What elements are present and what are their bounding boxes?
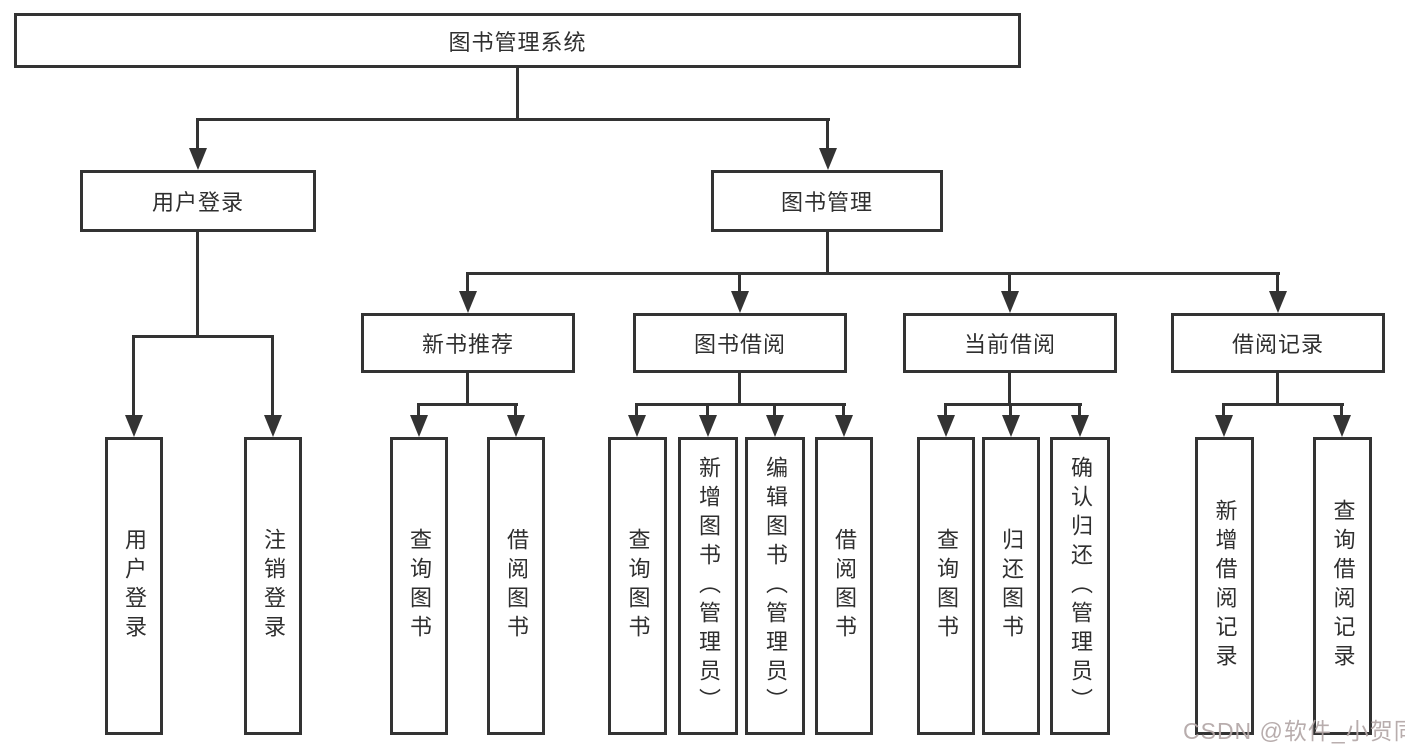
connector-stem [1276, 272, 1279, 295]
connector-stem [196, 118, 199, 154]
node-label: 图书管理系统 [448, 29, 587, 55]
connector-branch [417, 403, 518, 406]
node-book-management: 图书管理 [711, 170, 943, 232]
leaf-label: 借阅图书 [832, 528, 857, 644]
arrow-down-icon [410, 415, 428, 437]
leaf-query-borrow-record: 查询借阅记录 [1313, 437, 1372, 735]
arrow-down-icon [819, 148, 837, 170]
node-new-book-recommendation: 新书推荐 [361, 313, 575, 373]
connector-stub [1008, 373, 1011, 406]
node-library-system: 图书管理系统 [14, 13, 1021, 68]
node-borrowing-records: 借阅记录 [1171, 313, 1385, 373]
arrow-down-icon [628, 415, 646, 437]
leaf-label: 编辑图书（管理员） [763, 455, 788, 717]
arrow-down-icon [459, 291, 477, 313]
arrow-down-icon [1215, 415, 1233, 437]
leaf-label: 新增图书（管理员） [696, 455, 721, 717]
node-book-borrowing: 图书借阅 [633, 313, 847, 373]
arrow-down-icon [731, 291, 749, 313]
arrow-down-icon [264, 415, 282, 437]
arrow-down-icon [507, 415, 525, 437]
connector-book-mgmt-branch [466, 272, 1280, 275]
leaf-label: 注销登录 [261, 528, 286, 644]
connector-stem [706, 403, 709, 419]
connector-stub [466, 373, 469, 406]
leaf-label: 查询借阅记录 [1330, 499, 1356, 673]
arrow-down-icon [1269, 291, 1287, 313]
leaf-label: 用户登录 [122, 528, 147, 644]
arrow-down-icon [1071, 415, 1089, 437]
connector-stem [271, 335, 274, 419]
connector-stub [1276, 373, 1279, 406]
connector-stem [738, 272, 741, 295]
leaf-add-book-admin: 新增图书（管理员） [678, 437, 738, 735]
arrow-down-icon [937, 415, 955, 437]
connector-stem [132, 335, 135, 419]
leaf-query-books-recommend: 查询图书 [390, 437, 448, 735]
leaf-label: 新增借阅记录 [1212, 499, 1238, 673]
leaf-query-books-current: 查询图书 [917, 437, 975, 735]
connector-stem [466, 272, 469, 295]
leaf-add-borrow-record: 新增借阅记录 [1195, 437, 1254, 735]
node-label: 新书推荐 [421, 332, 514, 357]
leaf-logout: 注销登录 [244, 437, 302, 735]
connector-branch [1222, 403, 1344, 406]
leaf-borrow-books-recommend: 借阅图书 [487, 437, 545, 735]
connector-stem [514, 403, 517, 419]
leaf-return-book: 归还图书 [982, 437, 1040, 735]
leaf-user-login: 用户登录 [105, 437, 163, 735]
connector-stem [773, 403, 776, 419]
connector-stem [417, 403, 420, 419]
connector-stem [944, 403, 947, 419]
node-user-login: 用户登录 [80, 170, 316, 232]
node-label: 图书借阅 [693, 332, 786, 357]
connector-stem [826, 118, 829, 154]
connector-branch [944, 403, 1082, 406]
connector-user-login-branch [132, 335, 274, 338]
leaf-confirm-return-admin: 确认归还（管理员） [1050, 437, 1110, 735]
leaf-label: 归还图书 [999, 528, 1024, 644]
arrow-down-icon [125, 415, 143, 437]
node-current-borrowing: 当前借阅 [903, 313, 1117, 373]
connector-user-login-stub [196, 232, 199, 338]
leaf-edit-book-admin: 编辑图书（管理员） [745, 437, 805, 735]
connector-stem [1078, 403, 1081, 419]
connector-branch [635, 403, 846, 406]
connector-root-branch [196, 118, 830, 121]
connector-book-mgmt-stub [826, 232, 829, 275]
node-label: 当前借阅 [963, 332, 1056, 357]
connector-stem [842, 403, 845, 419]
connector-stem [635, 403, 638, 419]
node-label: 用户登录 [151, 190, 244, 215]
arrow-down-icon [1333, 415, 1351, 437]
connector-stem [1340, 403, 1343, 419]
node-label: 借阅记录 [1231, 332, 1324, 357]
arrow-down-icon [835, 415, 853, 437]
arrow-down-icon [189, 148, 207, 170]
leaf-borrow-books-borrowing: 借阅图书 [815, 437, 873, 735]
connector-stub [738, 373, 741, 406]
connector-stem [1009, 403, 1012, 419]
leaf-label: 查询图书 [407, 528, 432, 644]
csdn-watermark: CSDN @软件_小贺同学 [1183, 718, 1405, 744]
leaf-label: 查询图书 [625, 528, 651, 644]
leaf-label: 确认归还（管理员） [1068, 455, 1093, 717]
arrow-down-icon [1001, 291, 1019, 313]
node-label: 图书管理 [780, 190, 873, 215]
arrow-down-icon [699, 415, 717, 437]
leaf-label: 查询图书 [934, 528, 959, 644]
arrow-down-icon [766, 415, 784, 437]
connector-stem [1008, 272, 1011, 295]
connector-stem [1222, 403, 1225, 419]
leaf-query-books-borrowing: 查询图书 [608, 437, 667, 735]
connector-root-stub [516, 68, 519, 121]
leaf-label: 借阅图书 [504, 528, 529, 644]
arrow-down-icon [1002, 415, 1020, 437]
